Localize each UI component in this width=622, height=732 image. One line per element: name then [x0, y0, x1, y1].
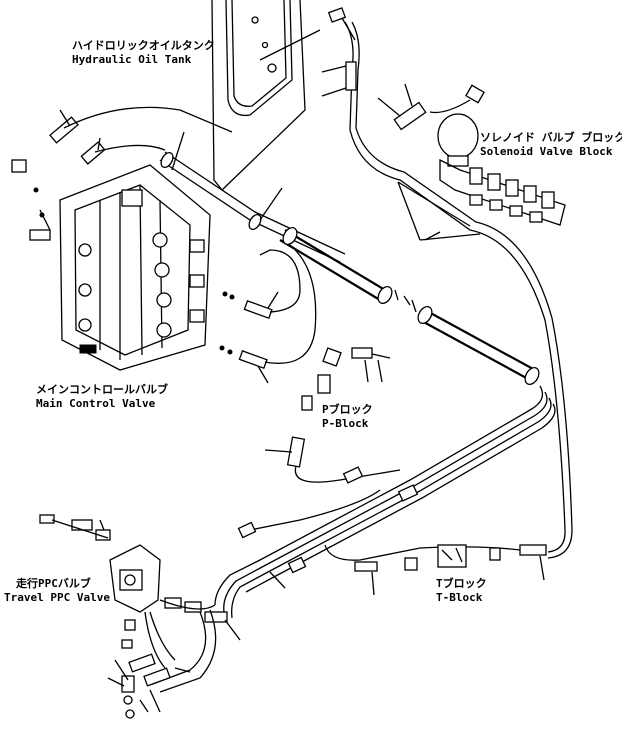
hydraulic-tank-label-en: Hydraulic Oil Tank — [72, 53, 192, 66]
main-control-valve — [59, 164, 211, 371]
tank-leaders — [171, 131, 441, 241]
hydraulic-tank-label-jp: ハイドロリックオイルタンク — [72, 39, 215, 52]
t-block-label-jp: Tブロック — [436, 577, 487, 590]
solenoid-valve-label-jp: ソレノイド バルブ ブロック — [480, 131, 622, 144]
solenoid-valve-block — [377, 83, 566, 226]
travel-ppc-valve — [39, 514, 241, 693]
main-control-valve-label-en: Main Control Valve — [36, 397, 156, 410]
t-block — [324, 544, 547, 596]
solenoid-valve-label-en: Solenoid Valve Block — [480, 145, 613, 158]
travel-pipe-bundle — [214, 385, 556, 619]
bottom-fittings — [107, 653, 191, 719]
main-valve-right-hoses — [219, 244, 317, 384]
main-valve-upper-fittings — [11, 106, 233, 241]
tank-fitting — [259, 7, 356, 61]
t-block-label-en: T-Block — [436, 591, 483, 604]
travel-ppc-valve-label-jp: 走行PPCバルブ — [16, 577, 91, 590]
main-return-pipe — [159, 151, 540, 386]
p-block-label-jp: Pブロック — [322, 403, 373, 416]
main-control-valve-label-jp: メインコントロールバルブ — [36, 383, 168, 396]
p-block — [264, 347, 401, 483]
hydraulic-oil-tank — [211, 0, 306, 191]
travel-ppc-valve-label-en: Travel PPC Valve — [4, 591, 110, 604]
p-block-label-en: P-Block — [322, 417, 369, 430]
tank-return-hose — [321, 21, 573, 559]
